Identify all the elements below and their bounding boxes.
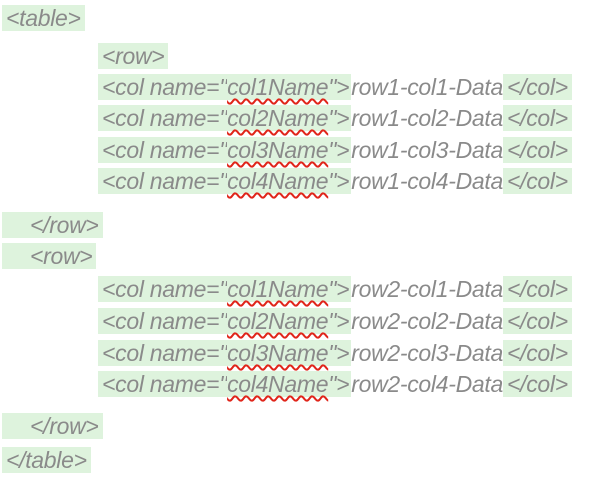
code-line-row2-col1: <col name="col1Name">row2-col1-Data</col… bbox=[2, 276, 600, 303]
code-line-row1-open: <row> bbox=[2, 43, 600, 70]
col-open-tag-suffix: "> bbox=[328, 137, 350, 163]
col-open-tag: <col name="col4Name"> bbox=[98, 371, 352, 397]
code-line-row1-close: </row> bbox=[2, 212, 600, 239]
code-line-row2-close: </row> bbox=[2, 413, 600, 440]
col-open-tag-suffix: "> bbox=[328, 168, 350, 194]
col-name-attr-value: col3Name bbox=[227, 137, 329, 163]
col-name-attr-value: col1Name bbox=[227, 74, 329, 100]
col-open-tag-suffix: "> bbox=[328, 340, 350, 366]
col-open-tag-prefix: <col name=" bbox=[102, 340, 228, 366]
col-name-attr-value: col4Name bbox=[227, 371, 329, 397]
cell-data-text: row2-col3-Data bbox=[351, 340, 503, 366]
col-open-tag-prefix: <col name=" bbox=[102, 276, 228, 302]
col-open-tag: <col name="col1Name"> bbox=[98, 276, 352, 302]
row-open-tag: <row> bbox=[2, 243, 97, 269]
code-line-row2-open: <row> bbox=[2, 243, 600, 270]
col-name-attr-value: col2Name bbox=[227, 308, 329, 334]
code-line-row1-col1: <col name="col1Name">row1-col1-Data</col… bbox=[2, 74, 600, 101]
col-open-tag-prefix: <col name=" bbox=[102, 168, 228, 194]
cell-data-text: row1-col3-Data bbox=[351, 137, 503, 163]
col-open-tag-prefix: <col name=" bbox=[102, 308, 228, 334]
col-name-attr-value: col3Name bbox=[227, 340, 329, 366]
col-open-tag-suffix: "> bbox=[328, 74, 350, 100]
col-close-tag: </col> bbox=[502, 105, 572, 131]
col-close-tag: </col> bbox=[502, 137, 572, 163]
code-line-table-close: </table> bbox=[2, 447, 600, 474]
col-close-tag: </col> bbox=[502, 371, 572, 397]
cell-data-text: row2-col4-Data bbox=[351, 371, 503, 397]
col-close-tag: </col> bbox=[502, 74, 572, 100]
col-name-attr-value: col1Name bbox=[227, 276, 329, 302]
col-open-tag-prefix: <col name=" bbox=[102, 371, 228, 397]
cell-data-text: row2-col1-Data bbox=[351, 276, 503, 302]
table-close-tag: </table> bbox=[2, 447, 91, 473]
row-open-tag: <row> bbox=[98, 43, 169, 69]
col-close-tag: </col> bbox=[502, 308, 572, 334]
col-close-tag: </col> bbox=[502, 276, 572, 302]
cell-data-text: row2-col2-Data bbox=[351, 308, 503, 334]
col-open-tag: <col name="col4Name"> bbox=[98, 168, 352, 194]
code-line-row2-col3: <col name="col3Name">row2-col3-Data</col… bbox=[2, 340, 600, 367]
cell-data-text: row1-col2-Data bbox=[351, 105, 503, 131]
code-line-table-open: <table> bbox=[2, 5, 600, 32]
col-open-tag: <col name="col1Name"> bbox=[98, 74, 352, 100]
code-line-row2-col2: <col name="col2Name">row2-col2-Data</col… bbox=[2, 308, 600, 335]
table-open-tag: <table> bbox=[2, 5, 85, 31]
col-open-tag-suffix: "> bbox=[328, 371, 350, 397]
col-open-tag: <col name="col3Name"> bbox=[98, 340, 352, 366]
col-close-tag: </col> bbox=[502, 340, 572, 366]
xml-code-snippet: <table> <row> <col name="col1Name">row1-… bbox=[2, 5, 600, 474]
col-open-tag: <col name="col2Name"> bbox=[98, 308, 352, 334]
col-open-tag-prefix: <col name=" bbox=[102, 137, 228, 163]
col-open-tag-suffix: "> bbox=[328, 276, 350, 302]
col-open-tag-prefix: <col name=" bbox=[102, 105, 228, 131]
cell-data-text: row1-col4-Data bbox=[351, 168, 503, 194]
col-open-tag: <col name="col2Name"> bbox=[98, 105, 352, 131]
code-line-row1-col3: <col name="col3Name">row1-col3-Data</col… bbox=[2, 137, 600, 164]
col-close-tag: </col> bbox=[502, 168, 572, 194]
row-close-tag: </row> bbox=[2, 212, 103, 238]
code-line-row1-col4: <col name="col4Name">row1-col4-Data</col… bbox=[2, 168, 600, 195]
col-open-tag: <col name="col3Name"> bbox=[98, 137, 352, 163]
col-name-attr-value: col2Name bbox=[227, 105, 329, 131]
col-open-tag-suffix: "> bbox=[328, 105, 350, 131]
row-close-tag: </row> bbox=[2, 413, 103, 439]
col-open-tag-prefix: <col name=" bbox=[102, 74, 228, 100]
cell-data-text: row1-col1-Data bbox=[351, 74, 503, 100]
col-name-attr-value: col4Name bbox=[227, 168, 329, 194]
code-line-row2-col4: <col name="col4Name">row2-col4-Data</col… bbox=[2, 371, 600, 398]
col-open-tag-suffix: "> bbox=[328, 308, 350, 334]
code-line-row1-col2: <col name="col2Name">row1-col2-Data</col… bbox=[2, 105, 600, 132]
